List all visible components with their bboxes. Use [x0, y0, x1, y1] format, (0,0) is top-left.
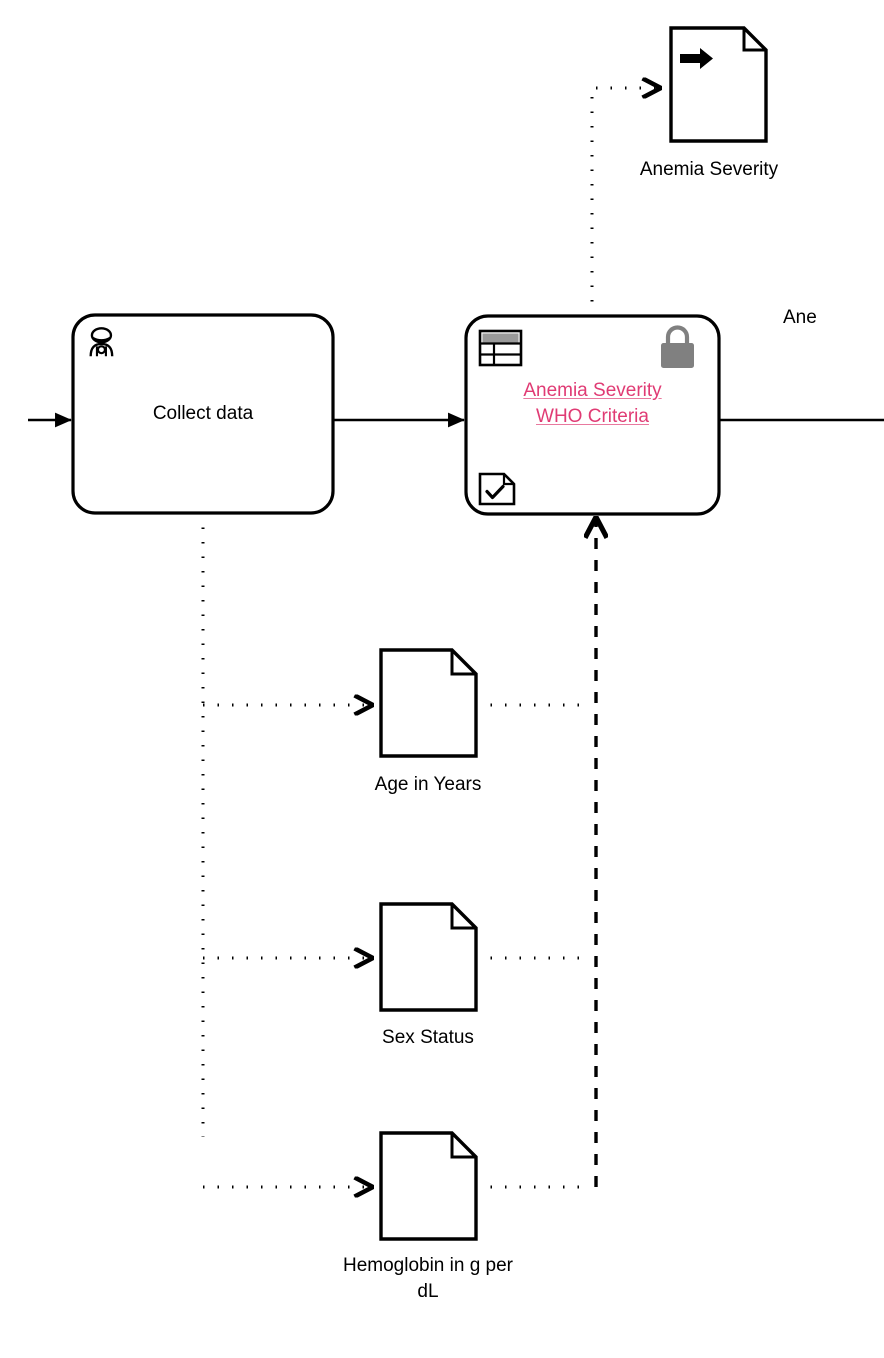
edge-collect-data-to-inputs: [201, 513, 372, 1187]
task-anemia-severity-label[interactable]: Anemia Severity WHO Criteria: [466, 378, 719, 430]
task-collect-data-label: Collect data: [73, 401, 333, 427]
lock-icon: [661, 325, 694, 368]
data-object-age-in-years[interactable]: [379, 648, 478, 758]
task-anemia-severity-who-criteria[interactable]: [464, 314, 721, 516]
data-object-hemoglobin[interactable]: [379, 1131, 478, 1241]
data-object-anemia-severity-label: Anemia Severity: [639, 159, 779, 180]
data-object-sex-status-label: Sex Status: [382, 1027, 474, 1048]
decision-link-line-1[interactable]: Anemia Severity: [523, 380, 662, 401]
user-task-icon: [89, 327, 114, 357]
sequence-flow-label-clipped: Ane: [783, 307, 817, 328]
data-object-hemoglobin-label: Hemoglobin in g per dL: [278, 1253, 578, 1305]
document-check-icon: [478, 472, 516, 506]
edge-decision-to-anemia-severity: [590, 88, 660, 316]
edge-inputs-to-decision: [476, 518, 596, 1189]
decision-table-icon: [478, 329, 523, 367]
hemoglobin-label-line-1: Hemoglobin in g per: [342, 1255, 514, 1276]
decision-link-line-2[interactable]: WHO Criteria: [536, 406, 649, 427]
data-output-arrow-icon: [680, 48, 713, 69]
data-object-sex-status[interactable]: [379, 902, 478, 1012]
task-collect-data[interactable]: [71, 313, 335, 515]
collect-data-text: Collect data: [152, 403, 254, 424]
data-object-anemia-severity[interactable]: [669, 26, 768, 143]
data-object-age-in-years-label: Age in Years: [374, 774, 482, 795]
hemoglobin-label-line-2: dL: [417, 1281, 439, 1302]
